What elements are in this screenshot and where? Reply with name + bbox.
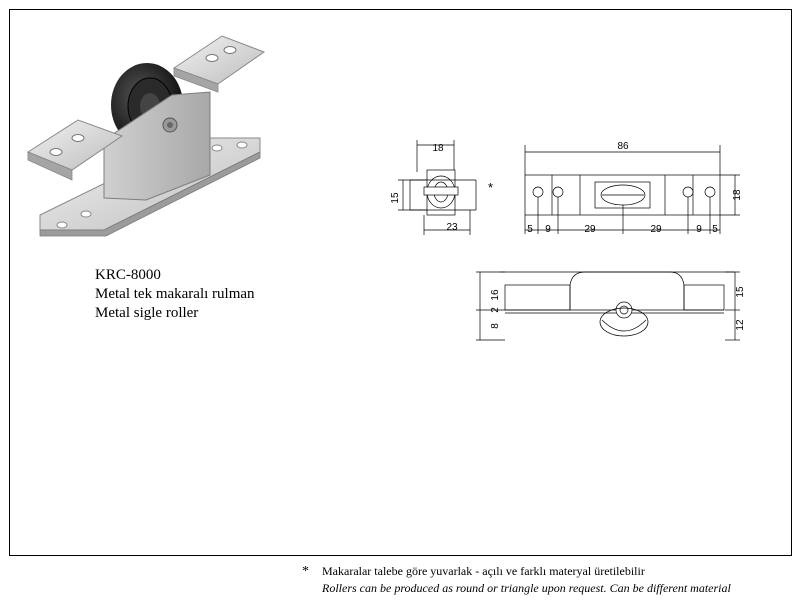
dim-front-height: 18 [732,189,743,201]
dim-spacing-3: 29 [584,224,596,235]
footnote-marker: * [302,564,309,579]
technical-drawings: 18 15 23 * 86 18 5 9 29 29 9 5 16 2 8 15… [390,140,746,341]
elevation-view [476,271,740,341]
footnote: * Makaralar talebe göre yuvarlak - açılı … [302,563,731,597]
mounting-plate-right [172,35,266,93]
dim-elev-right-2: 12 [735,319,746,331]
dim-side-top-width: 18 [432,143,444,154]
front-view [524,145,740,234]
side-view [398,140,477,235]
product-name-en: Metal sigle roller [95,305,199,321]
dim-elev-left-2: 2 [490,307,501,313]
dim-spacing-6: 5 [712,224,718,235]
product-code: KRC-8000 [95,267,161,283]
footnote-text-tr: Makaralar talebe göre yuvarlak - açılı v… [322,564,645,578]
dim-side-bottom-width: 23 [446,222,458,233]
dim-spacing-2: 9 [545,224,551,235]
dim-elev-left-3: 8 [490,323,501,329]
product-name-tr: Metal tek makaralı rulman [95,286,255,302]
footnote-text-en: Rollers can be produced as round or tria… [322,581,731,595]
dim-spacing-4: 29 [650,224,662,235]
product-description: KRC-8000 Metal tek makaralı rulman Metal… [95,266,255,323]
dim-side-height: 15 [390,192,401,204]
mounting-plate-left [26,119,124,181]
product-illustration [26,35,266,237]
drawing-frame [9,9,792,556]
dim-front-length: 86 [617,141,629,152]
dim-elev-right-1: 15 [735,286,746,298]
dim-elev-left-1: 16 [490,289,501,301]
roller-housing [103,91,211,201]
dim-spacing-5: 9 [696,224,702,235]
dim-spacing-1: 5 [527,224,533,235]
side-marker-asterisk: * [488,180,493,195]
